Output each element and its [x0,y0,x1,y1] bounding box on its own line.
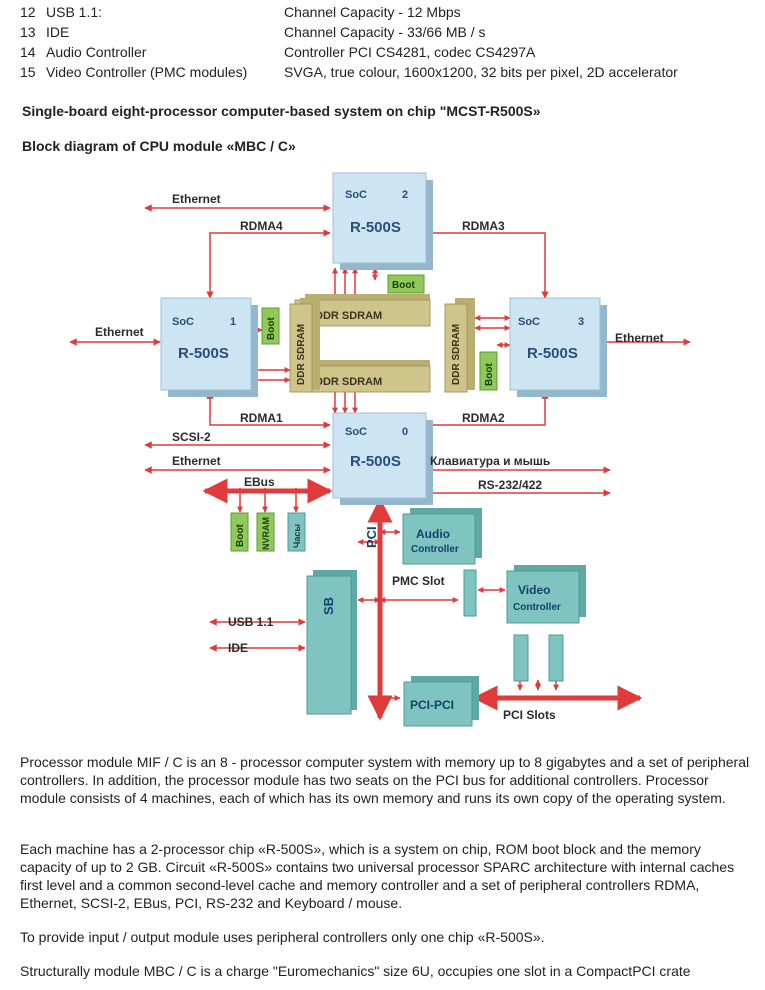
spec-label: USB 1.1: [46,4,103,20]
soc-0: SoC 0 R-500S [332,412,433,505]
pci-pci-label: PCI-PCI [410,698,454,712]
soc-label: SoC [345,189,367,201]
ethernet-label: Ethernet [95,325,144,339]
section-heading: Single-board eight-processor computer-ba… [22,103,541,119]
video-sub-label: Controller [513,602,561,613]
diagram-labels: Ethernet RDMA4 RDMA3 Ethernet Ethernet R… [95,192,664,722]
paragraph: Structurally module MBC / C is a charge … [20,963,691,979]
boot-2: Boot [387,274,425,294]
pci-label: PCI [364,526,379,548]
soc-label: SoC [172,316,194,328]
spec-label: Video Controller (PMC modules) [46,64,248,80]
boot-label: Boot [392,280,415,291]
spec-label: Audio Controller [46,44,147,60]
soc-number: 3 [578,316,584,328]
rdma2-label: RDMA2 [462,411,505,425]
keyboard-label: Клавиатура и мышь [430,454,550,468]
ide-label: IDE [228,641,248,655]
pci-pci-bridge: PCI-PCI [403,676,479,727]
spec-row: 13 IDE Channel Capacity - 33/66 MB / s [20,22,760,42]
soc-number: 1 [230,316,236,328]
ddr-label: DDR SDRAM [451,324,462,385]
pmc-slot-card [463,569,477,617]
boot-ebus: Boot [230,512,249,552]
spec-num: 15 [20,64,36,80]
rs232-label: RS-232/422 [478,478,542,492]
soc-label: SoC [518,316,540,328]
block-diagram: SoC 2 R-500S SoC 1 R-500S SoC 3 R-500S S… [69,172,691,727]
rdma3-label: RDMA3 [462,219,505,233]
paragraph: Processor module MIF / C is an 8 - proce… [20,754,750,806]
diagram-heading: Block diagram of CPU module «MBC / C» [22,138,296,154]
video-label: Video [518,583,550,597]
spec-row: 14 Audio Controller Controller PCI CS428… [20,42,760,62]
bus-lines [202,478,643,721]
spec-table: 12 USB 1.1: Channel Capacity - 12 Mbps 1… [20,2,760,82]
nvram: NVRAM [256,512,275,552]
ddr-label: DDR SDRAM [296,324,307,385]
spec-num: 13 [20,24,36,40]
ethernet-label: Ethernet [172,192,221,206]
spec-row: 15 Video Controller (PMC modules) SVGA, … [20,62,760,82]
chip-label: R-500S [178,345,229,362]
ddr-sdram-left: DDR SDRAM [289,298,320,393]
boot-label: Boot [235,524,246,547]
ddr-sdram-right: DDR SDRAM [444,298,475,393]
soc-number: 0 [402,426,408,438]
soc-1: SoC 1 R-500S [160,297,258,397]
paragraph: Each machine has a 2-processor chip «R-5… [20,841,735,911]
spec-row: 12 USB 1.1: Channel Capacity - 12 Mbps [20,2,760,22]
spec-value: Channel Capacity - 12 Mbps [284,4,461,20]
sb-chip: SB [306,570,357,715]
spec-label: IDE [46,24,70,40]
ddr-label: DDR SDRAM [315,310,382,322]
scsi-label: SCSI-2 [172,430,211,444]
pmc-slot-label: PMC Slot [392,574,445,588]
paragraph: To provide input / output module uses pe… [20,929,545,945]
soc-2: SoC 2 R-500S [332,172,433,270]
boot-label: Boot [266,317,277,340]
soc-3: SoC 3 R-500S [509,297,607,397]
boot-1: Boot [261,307,280,345]
spec-value: SVGA, true colour, 1600x1200, 32 bits pe… [284,64,678,80]
pci-slots-label: PCI Slots [503,708,556,722]
chip-label: R-500S [350,453,401,470]
ebus-label: EBus [244,475,275,489]
pci-slot-cards [513,634,564,682]
rdma4-label: RDMA4 [240,219,283,233]
clock: Часы [287,512,306,552]
usb-label: USB 1.1 [228,615,274,629]
chip-label: R-500S [527,345,578,362]
spec-num: 12 [20,4,36,20]
boot-3: Boot [479,351,498,391]
chip-label: R-500S [350,219,401,236]
boot-label: Boot [484,363,495,386]
nvram-label: NVRAM [261,517,271,550]
spec-num: 14 [20,44,36,60]
sb-label: SB [321,597,336,615]
audio-sub-label: Controller [411,544,459,555]
soc-number: 2 [402,189,408,201]
spec-value: Channel Capacity - 33/66 MB / s [284,24,486,40]
spec-value: Controller PCI CS4281, codec CS4297A [284,44,536,60]
audio-label: Audio [416,527,450,541]
ddr-label: DDR SDRAM [315,376,382,388]
rdma1-label: RDMA1 [240,411,283,425]
ethernet-label: Ethernet [172,454,221,468]
soc-label: SoC [345,426,367,438]
clock-label: Часы [292,524,302,548]
audio-controller: Audio Controller [402,508,482,565]
ethernet-label: Ethernet [615,331,664,345]
video-controller: Video Controller [506,565,586,624]
